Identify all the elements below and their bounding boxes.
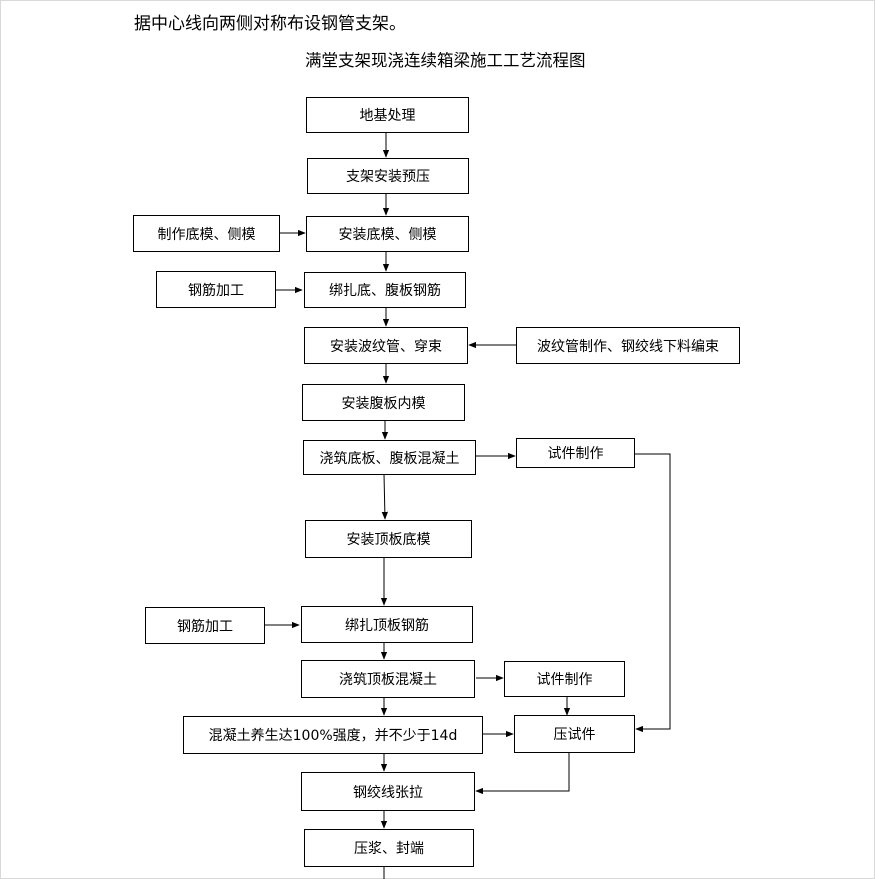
step-pour-bottom-web-concrete: 浇筑底板、腹板混凝土 [303,440,476,475]
step-specimen-compression: 压试件 [514,715,635,753]
step-install-top-slab-bottom-form: 安装顶板底模 [305,520,472,558]
step-tie-bottom-web-rebar: 绑扎底、腹板钢筋 [304,272,466,308]
step-rebar-processing-1: 钢筋加工 [156,271,276,308]
arrow-s11side-s12 [475,753,570,795]
step-concrete-curing: 混凝土养生达100%强度，并不少于14d [183,716,483,754]
step-tie-top-slab-rebar: 绑扎顶板钢筋 [301,606,473,643]
step-install-bottom-side-forms: 安装底模、侧模 [306,216,469,252]
step-install-duct-threading: 安装波纹管、穿束 [304,327,468,364]
step-specimen-making-1: 试件制作 [516,438,635,468]
step-strand-tensioning: 钢绞线张拉 [301,772,475,811]
step-specimen-making-2: 试件制作 [504,661,625,697]
step-make-bottom-side-forms: 制作底模、侧模 [133,215,280,252]
step-ground-treatment: 地基处理 [306,97,469,133]
arrow-s7side-s11side [635,453,671,733]
step-install-web-inner-form: 安装腹板内模 [302,384,465,421]
step-grouting-sealing: 压浆、封端 [304,829,474,867]
step-rebar-processing-2: 钢筋加工 [145,607,265,644]
flowchart-title: 满堂支架现浇连续箱梁施工工艺流程图 [305,51,586,70]
step-support-install-preload: 支架安装预压 [307,158,469,194]
arrow-s7-s8 [381,473,389,520]
step-pour-top-slab-concrete: 浇筑顶板混凝土 [301,660,475,698]
intro-text: 据中心线向两侧对称布设钢管支架。 [134,14,406,34]
step-duct-strand-preparation: 波纹管制作、钢绞线下料编束 [516,327,740,364]
